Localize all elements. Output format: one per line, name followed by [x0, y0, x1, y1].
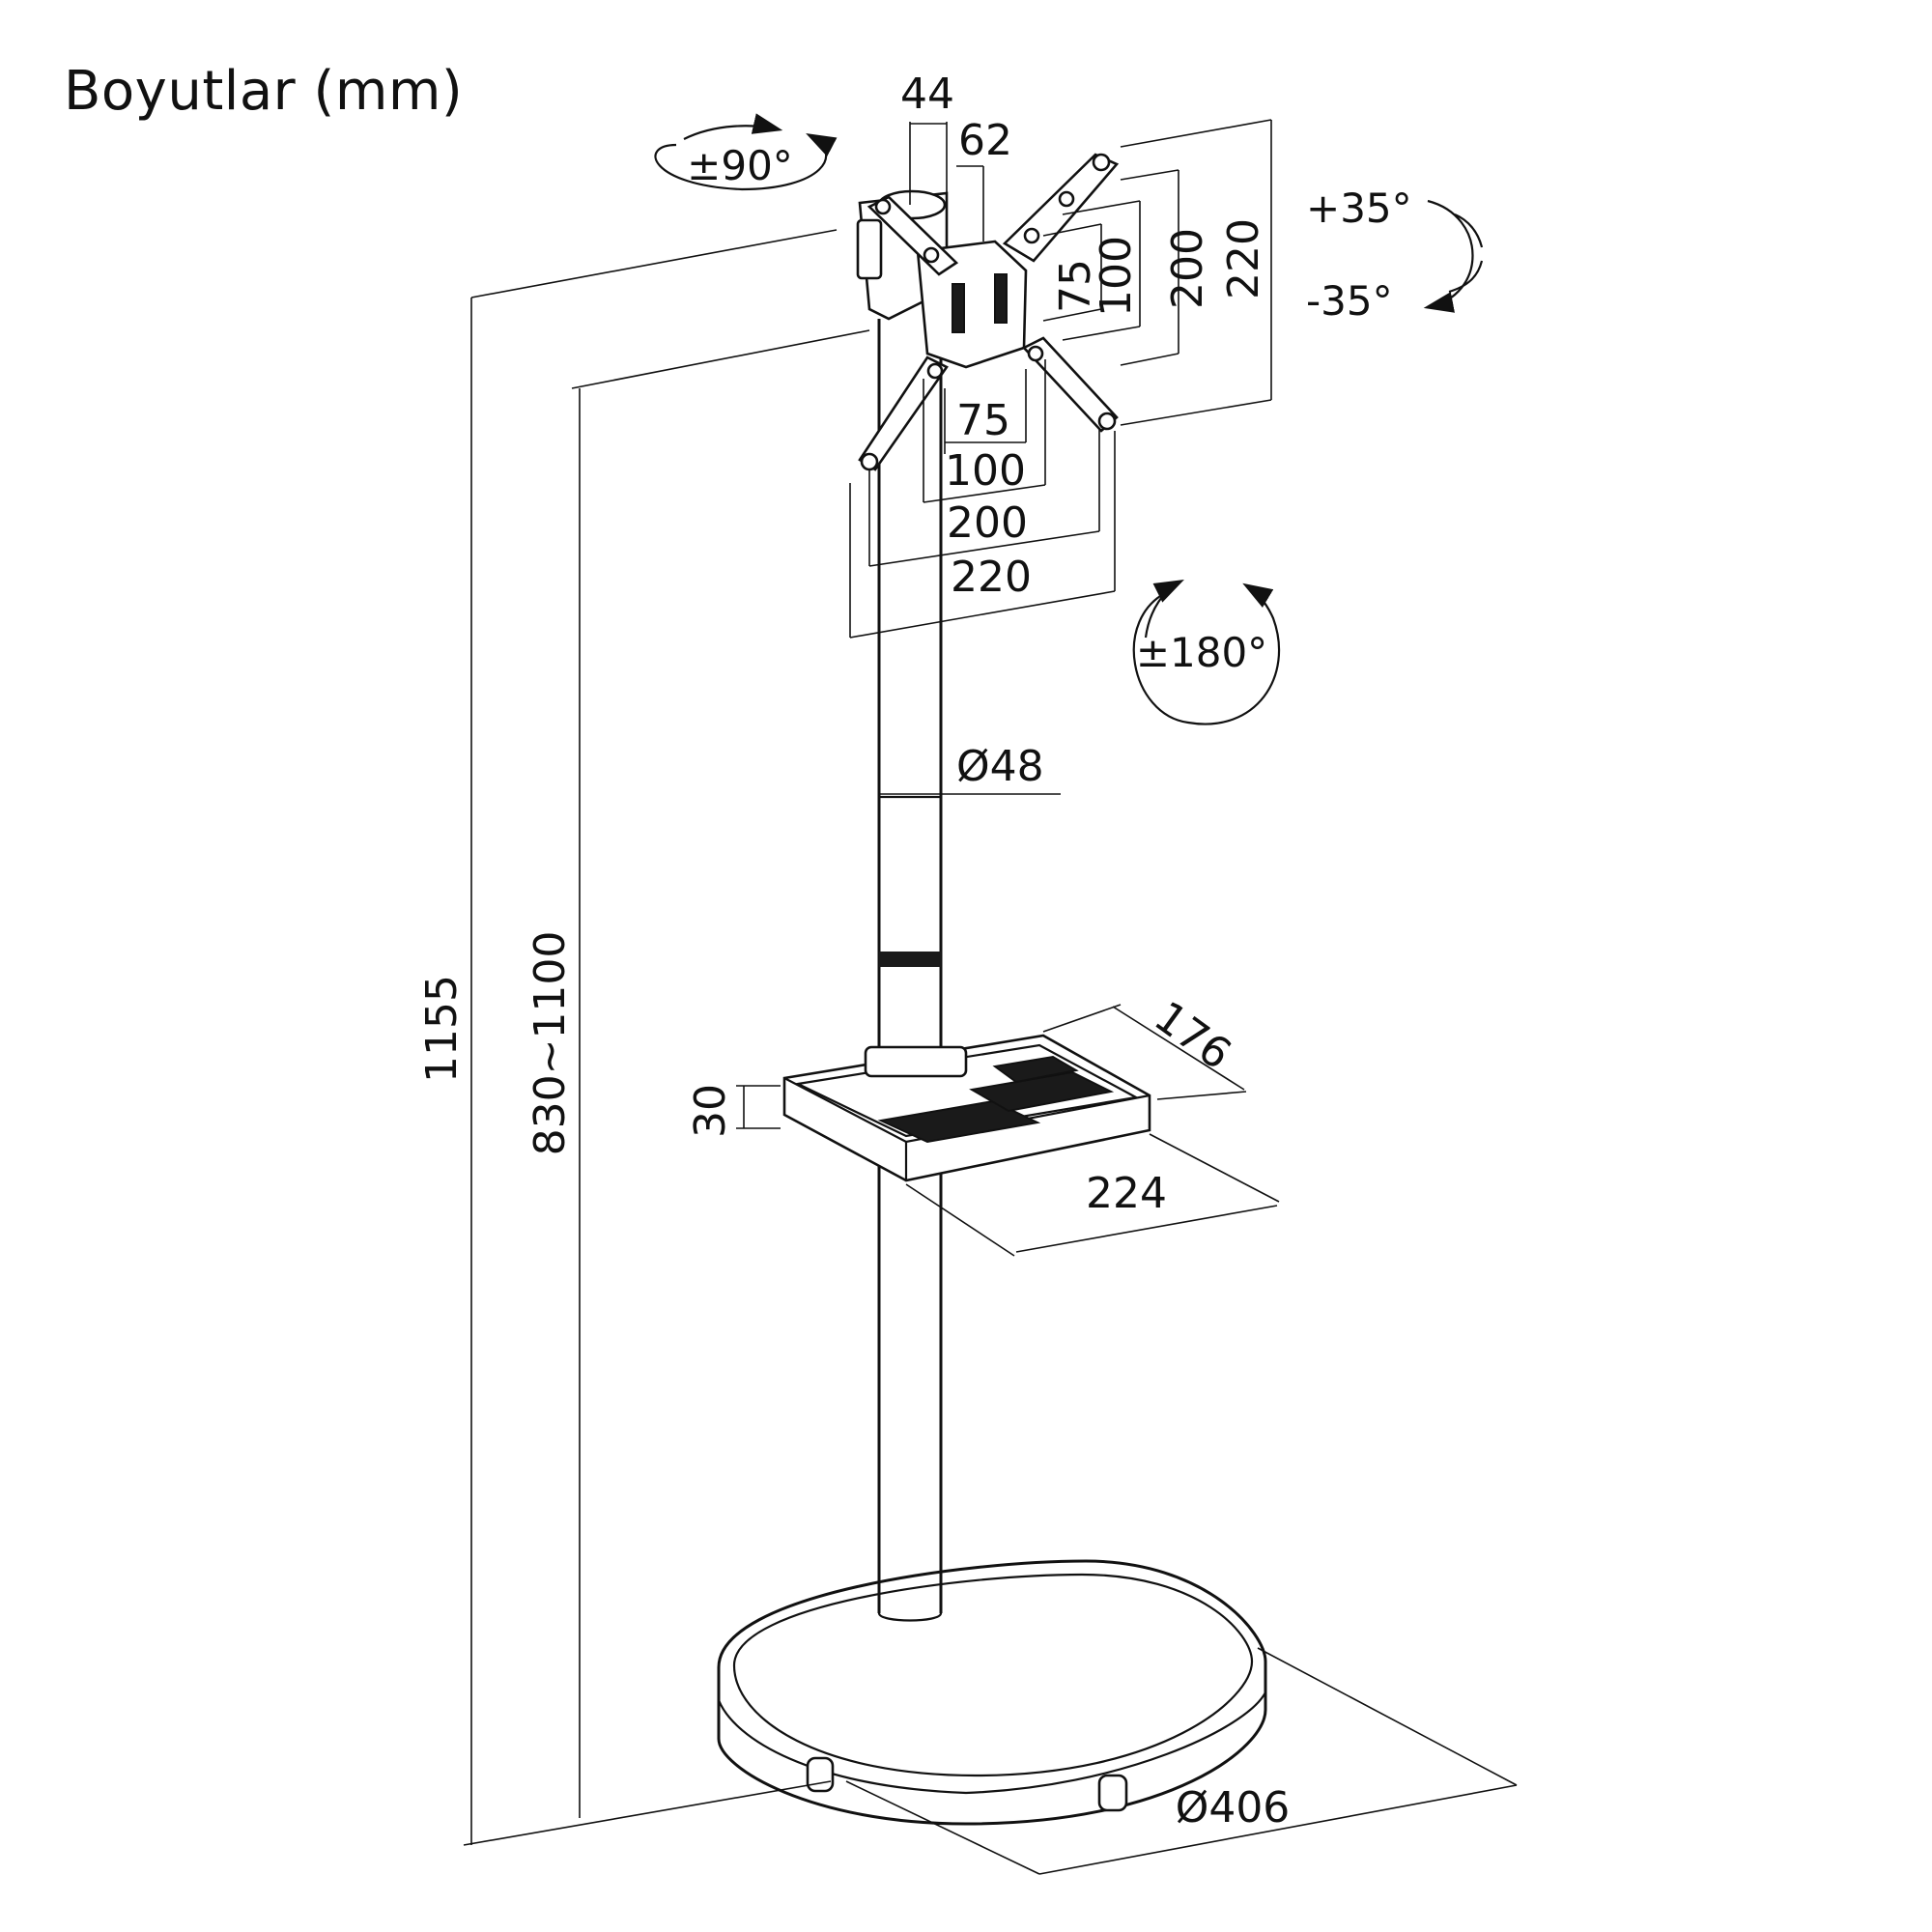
caster-wheel-left [806, 1756, 835, 1793]
dimension-label-base-diameter: Ø406 [1176, 1783, 1291, 1833]
dimension-label-pole-diameter: Ø48 [956, 742, 1044, 791]
dimension-label-vv75: 75 [1051, 259, 1100, 313]
angle-label-tilt-down: -35° [1306, 277, 1393, 325]
dimension-label-mount-height: 830~1100 [526, 931, 575, 1156]
rotation-indicator: ±90° [654, 113, 838, 191]
dimension-label-vh200: 200 [947, 498, 1028, 548]
dimension-label-shelf-depth: 176 [1146, 992, 1240, 1080]
swivel-indicator: ±180° [1132, 580, 1281, 725]
dimension-label-shelf-width: 224 [1086, 1169, 1167, 1218]
dimension-label-vh75: 75 [956, 396, 1010, 445]
pole [877, 290, 943, 1622]
dimension-pole-diameter: Ø48 [879, 742, 1061, 795]
vesa-plate [916, 240, 1028, 369]
round-base [717, 1559, 1267, 1826]
angle-label-tilt-up: +35° [1306, 185, 1412, 232]
tilt-indicator: +35° -35° [1306, 185, 1484, 325]
angle-label-rotation: ±90° [687, 142, 793, 189]
dimension-vesa-horizontal: 75 100 200 220 [849, 359, 1116, 639]
dimension-total-height: 1155 [417, 229, 838, 1846]
dimension-pivot-widths: 44 62 [900, 70, 1012, 242]
angle-label-swivel: ±180° [1136, 629, 1267, 676]
diagram-title: Boyutlar (mm) [64, 60, 464, 123]
dimension-label-vh100: 100 [945, 446, 1026, 496]
dimension-base-diameter: Ø406 [845, 1647, 1518, 1875]
dimension-label-62: 62 [958, 116, 1012, 165]
dimension-mount-height: 830~1100 [526, 329, 870, 1818]
dimension-shelf-width: 224 [905, 1133, 1280, 1257]
vesa-arm-bottom-left [858, 355, 949, 471]
caster-wheel-right [1097, 1774, 1128, 1812]
dimension-label-vv220: 220 [1219, 218, 1268, 299]
dimension-label-shelf-height: 30 [686, 1084, 735, 1138]
dimension-label-vv100: 100 [1092, 236, 1141, 317]
dimension-label-vv200: 200 [1163, 228, 1212, 309]
vesa-arm-bottom-right [1021, 336, 1119, 433]
dimension-vesa-vertical: 75 100 200 220 [1042, 119, 1272, 426]
dimension-label-44: 44 [900, 70, 954, 119]
vesa-arm-top-right [1002, 153, 1120, 263]
vesa-arm-top-left [867, 195, 959, 276]
shelf-tray [782, 1034, 1151, 1182]
dimension-label-vh220: 220 [951, 553, 1032, 602]
dimension-shelf-height: 30 [686, 1084, 781, 1138]
dimension-label-total-height: 1155 [417, 975, 467, 1083]
